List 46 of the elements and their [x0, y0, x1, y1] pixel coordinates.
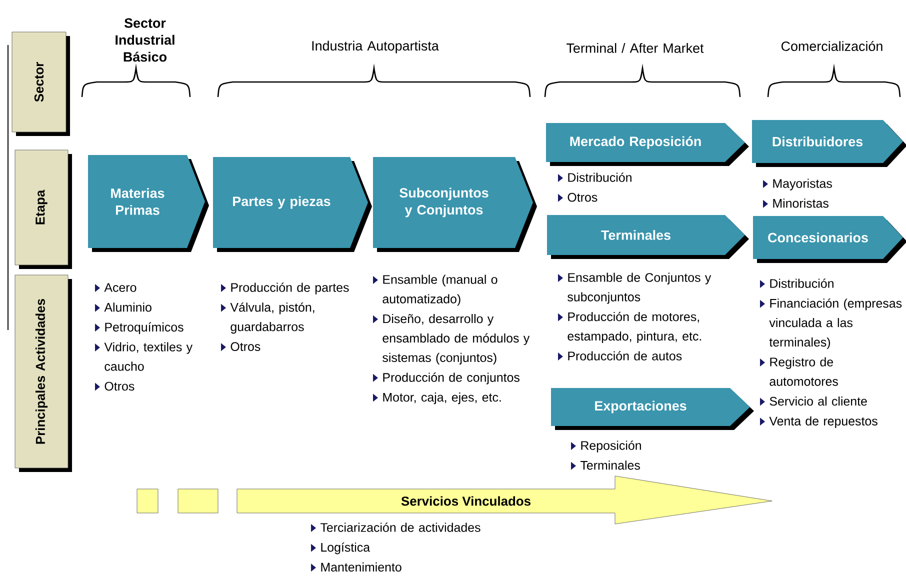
bullet-item: Venta de repuestos [760, 416, 878, 428]
small-box [136, 488, 158, 514]
bullet-item: Distribución [558, 172, 632, 182]
bullet-item: Petroquímicos [95, 322, 184, 334]
bullet-item: Producción de conjuntos [373, 372, 520, 384]
bullet-item: Terciarización de actividades [311, 522, 480, 532]
bullet-item: Producción de partes [221, 282, 349, 294]
bullet-item: Financiación (empresas vinculada a las terminales) [760, 298, 902, 350]
bullet-item: Válvula, pistón, guardabarros [221, 302, 314, 334]
bullet-item: Minoristas [763, 198, 828, 208]
bullet-item: Distribución [760, 278, 834, 288]
row-header: Sector [12, 32, 70, 136]
bullet-item: Reposición [571, 440, 641, 452]
chevron-box: Exportaciones [551, 388, 754, 430]
chevron-box: Materias Primas [88, 155, 209, 252]
row-header: Principales Actividades [14, 274, 72, 472]
bullet-item: Servicio al cliente [760, 396, 867, 406]
bullet-item: Otros [95, 382, 134, 391]
bullet-item: Logística [311, 542, 370, 554]
chevron-box: Partes y piezas [213, 157, 372, 252]
bullet-item: Vidrio, textiles y caucho [95, 342, 193, 371]
bullet-item: Ensamble (manual o automatizado) [373, 274, 498, 306]
chevron-box: Distribuidores [752, 120, 906, 167]
sector-label: Comercialización [782, 40, 882, 51]
bullet-item: Otros [558, 192, 598, 202]
sector-label: Terminal / After Market [566, 43, 704, 53]
bullet-item: Diseño, desarrollo y ensamblado de módulos y sistemas (conjuntos) [373, 314, 530, 364]
sector-label: Industria Autopartista [312, 40, 439, 54]
bullet-item: Producción de autos [558, 351, 682, 360]
bullet-item: Registro de automotores [760, 357, 838, 386]
bullet-item: Motor, caja, ejes, etc. [373, 392, 501, 404]
chevron-box: Subconjuntos y Conjuntos [373, 157, 537, 252]
row-header: Etapa [14, 150, 72, 269]
bullet-item: Acero [95, 283, 136, 292]
small-box [178, 488, 218, 514]
chevron-box: Terminales [547, 215, 749, 259]
bullet-item: Mantenimiento [311, 562, 402, 572]
bullet-item: Terminales [571, 460, 640, 470]
bullet-item: Ensamble de Conjuntos y subconjuntos [558, 272, 712, 304]
bullet-item: Aluminio [95, 302, 152, 312]
chevron-box: Concesionarios [753, 216, 906, 263]
sector-label: Sector Industrial Básico [116, 18, 174, 62]
bullet-item: Producción de motores, estampado, pintura, etc. [558, 312, 702, 344]
bullet-item: Otros [221, 342, 260, 352]
bullet-item: Mayoristas [763, 178, 832, 190]
chevron-box: Mercado Reposición [546, 123, 749, 166]
